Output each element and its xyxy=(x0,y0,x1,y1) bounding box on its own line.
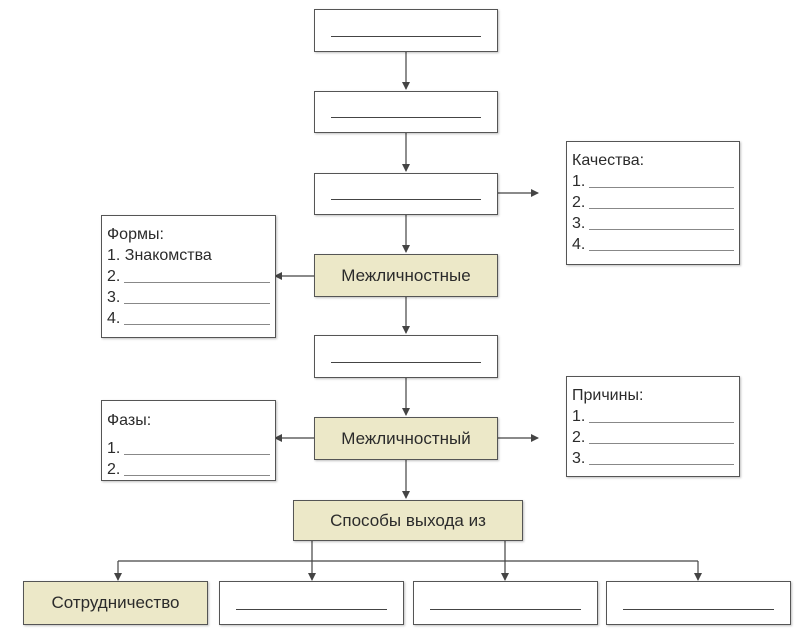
qualities-item-1: 1. xyxy=(572,171,734,192)
phases-list: Фазы: 1. 2. xyxy=(107,410,270,480)
blank-line xyxy=(331,362,481,363)
forms-list: Формы: 1. Знакомства 2. 3. 4. xyxy=(107,224,270,329)
cooperation-label: Сотрудничество xyxy=(51,593,180,612)
causes-box: Причины: 1. 2. 3. xyxy=(566,376,740,477)
center-box-5 xyxy=(314,335,498,378)
forms-box: Формы: 1. Знакомства 2. 3. 4. xyxy=(101,215,276,338)
qualities-item-3: 3. xyxy=(572,213,734,234)
forms-item-2: 2. xyxy=(107,266,270,287)
bottom-box-3 xyxy=(413,581,598,625)
forms-item-3: 3. xyxy=(107,287,270,308)
qualities-title: Качества: xyxy=(572,152,645,169)
cooperation-box: Сотрудничество xyxy=(23,581,208,625)
forms-item-4: 4. xyxy=(107,308,270,329)
center-box-1 xyxy=(314,9,498,52)
center-box-3 xyxy=(314,173,498,215)
blank-line xyxy=(430,609,581,610)
phases-title: Фазы: xyxy=(107,412,152,429)
causes-item-3: 3. xyxy=(572,448,734,469)
phases-item-1: 1. xyxy=(107,438,270,459)
qualities-item-2: 2. xyxy=(572,192,734,213)
forms-title: Формы: xyxy=(107,226,164,243)
blank-line xyxy=(623,609,774,610)
causes-item-2: 2. xyxy=(572,427,734,448)
causes-item-1: 1. xyxy=(572,406,734,427)
bottom-box-4 xyxy=(606,581,791,625)
ways-out-box: Способы выхода из xyxy=(293,500,523,541)
qualities-item-4: 4. xyxy=(572,234,734,255)
interpersonal-plural-label: Межличностные xyxy=(341,265,471,285)
causes-list: Причины: 1. 2. 3. xyxy=(572,385,734,469)
phases-item-2: 2. xyxy=(107,459,270,480)
blank-line xyxy=(331,117,481,118)
interpersonal-singular-box: Межличностный xyxy=(314,417,498,460)
blank-line xyxy=(236,609,387,610)
phases-box: Фазы: 1. 2. xyxy=(101,400,276,481)
forms-item-1: 1. Знакомства xyxy=(107,247,212,264)
blank-line xyxy=(331,36,481,37)
causes-title: Причины: xyxy=(572,387,644,404)
blank-line xyxy=(331,199,481,200)
center-box-2 xyxy=(314,91,498,133)
interpersonal-singular-label: Межличностный xyxy=(341,428,471,448)
qualities-list: Качества: 1. 2. 3. 4. xyxy=(572,150,734,255)
qualities-box: Качества: 1. 2. 3. 4. xyxy=(566,141,740,265)
interpersonal-plural-box: Межличностные xyxy=(314,254,498,297)
ways-out-label: Способы выхода из xyxy=(330,510,486,530)
bottom-box-2 xyxy=(219,581,404,625)
